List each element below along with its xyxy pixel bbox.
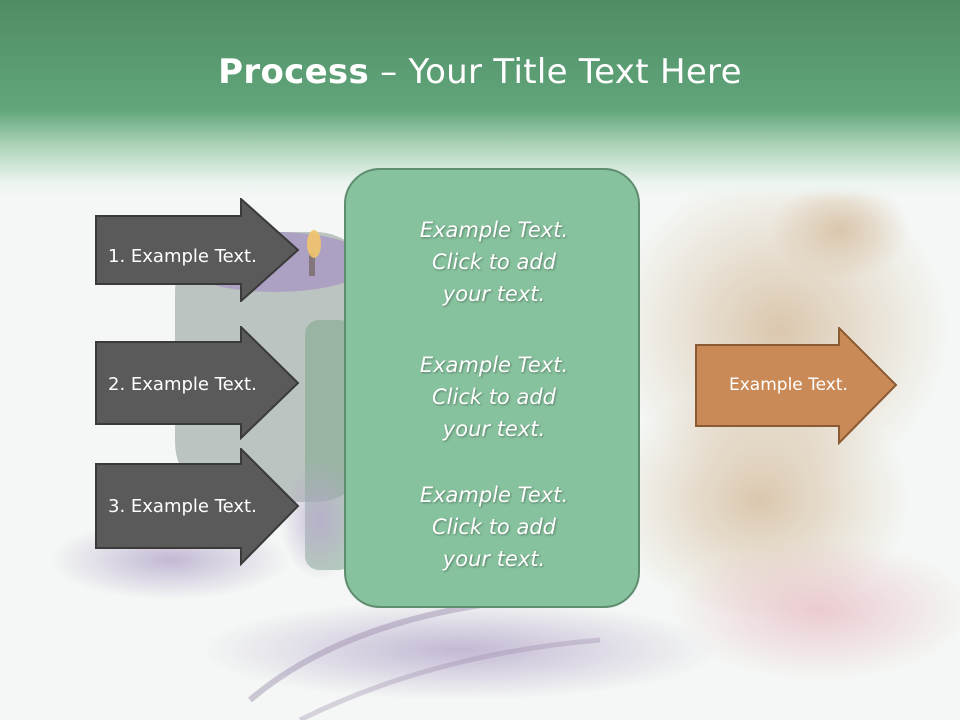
center-text-box[interactable]: Example Text. Click to add your text. Ex… (344, 168, 640, 608)
step-label-3: 3. Example Text. (108, 495, 257, 517)
title-rest: – Your Title Text Here (369, 52, 742, 92)
center-block-2-line-2: Click to add (431, 385, 556, 409)
center-block-1-line-3: your text. (442, 282, 546, 306)
step-arrow-1[interactable] (95, 198, 301, 302)
center-block-2: Example Text. Click to add your text. (346, 349, 642, 445)
slide-title[interactable]: Process – Your Title Text Here (0, 52, 960, 92)
center-block-3-line-2: Click to add (431, 515, 556, 539)
header-band (0, 0, 960, 200)
center-block-3: Example Text. Click to add your text. (346, 479, 642, 575)
step-label-1: 1. Example Text. (108, 245, 257, 267)
center-block-3-line-1: Example Text. (419, 483, 569, 507)
center-block-3-line-3: your text. (442, 547, 546, 571)
center-block-1-line-1: Example Text. (419, 218, 569, 242)
step-arrow-2[interactable] (95, 326, 301, 440)
center-block-1-line-2: Click to add (431, 250, 556, 274)
output-arrow[interactable] (695, 327, 899, 445)
output-label: Example Text. (729, 375, 848, 395)
center-block-2-line-3: your text. (442, 417, 546, 441)
center-block-2-line-1: Example Text. (419, 353, 569, 377)
step-label-2: 2. Example Text. (108, 373, 257, 395)
step-arrow-3[interactable] (95, 448, 301, 566)
title-bold: Process (218, 52, 370, 92)
center-block-1: Example Text. Click to add your text. (346, 214, 642, 310)
